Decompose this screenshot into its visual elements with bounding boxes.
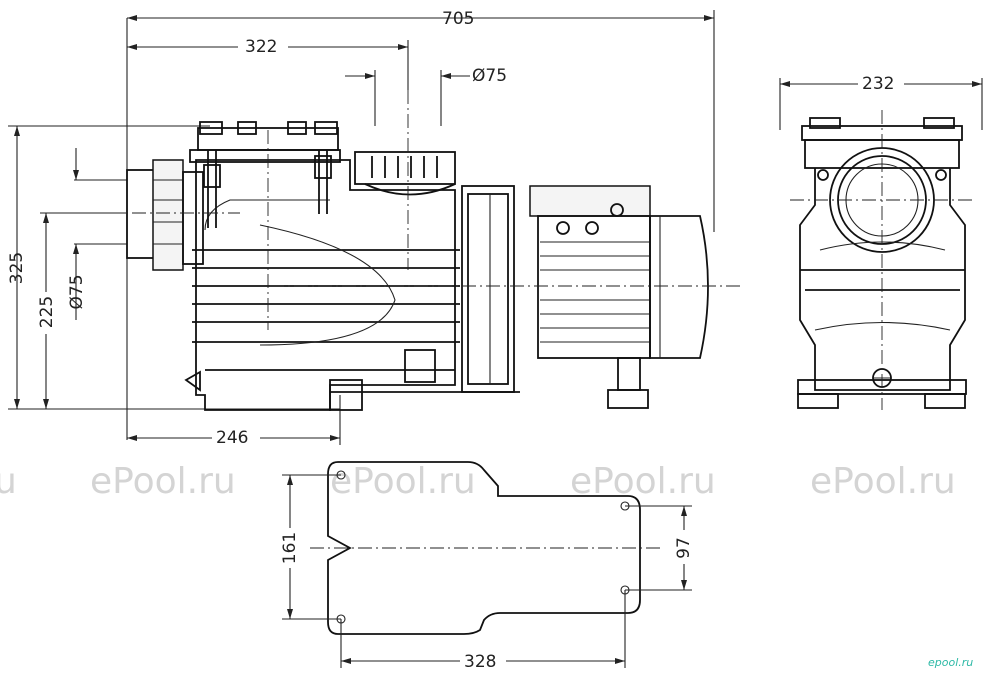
dim-label-322: 322 <box>245 37 277 57</box>
watermark-2: ePool.ru <box>90 461 236 502</box>
dimension-outlet-d75: Ø75 <box>345 66 507 126</box>
dim-label-232: 232 <box>862 74 894 94</box>
discharge-ribs <box>371 156 438 178</box>
lid-knobs <box>199 121 338 135</box>
dim-label-97: 97 <box>674 537 694 559</box>
motor-fins <box>540 241 650 343</box>
dim-label-inlet-d75: Ø75 <box>67 274 87 309</box>
dimension-inlet-d75: Ø75 <box>67 148 127 320</box>
dim-label-161: 161 <box>280 532 300 564</box>
dimension-161: 161 <box>280 474 341 620</box>
dim-label-328: 328 <box>464 652 496 672</box>
clamp-bolts <box>203 150 332 228</box>
basket-ribs <box>192 249 460 371</box>
brand-logo: epool.ru <box>928 656 973 669</box>
dimension-225: 225 <box>36 212 127 409</box>
watermark-1: u <box>0 461 17 502</box>
dimension-705: 705 <box>126 9 715 440</box>
dimension-246: 246 <box>127 395 341 448</box>
dim-label-246: 246 <box>216 428 248 448</box>
pump-front-view <box>790 110 975 410</box>
dimension-328: 328 <box>340 590 626 672</box>
dimension-97: 97 <box>625 505 694 591</box>
dimension-232: 232 <box>779 74 983 130</box>
dimension-322: 322 <box>127 36 409 90</box>
pump-side-view <box>60 90 740 411</box>
watermark-3: ePool.ru <box>330 461 476 502</box>
dim-label-225: 225 <box>37 296 57 328</box>
watermark-5: ePool.ru <box>810 461 956 502</box>
dim-label-705: 705 <box>442 9 474 29</box>
dimension-325: 325 <box>7 125 340 410</box>
dim-label-325: 325 <box>7 252 27 284</box>
dim-label-outlet-d75: Ø75 <box>472 66 507 86</box>
